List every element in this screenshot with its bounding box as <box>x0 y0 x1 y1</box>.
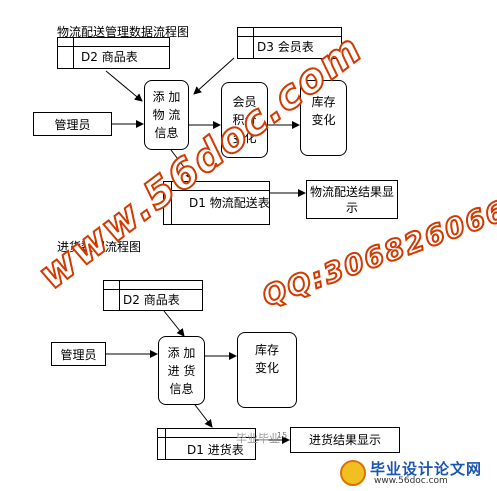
logo-icon <box>340 460 366 486</box>
store-divider <box>165 429 166 459</box>
datastore-d2-2-label: D2 商品表 <box>123 293 180 307</box>
page-number: 15 <box>277 431 288 440</box>
arrow-d3-to-add <box>193 57 235 95</box>
arrow-d2-to-add <box>105 70 143 102</box>
process-stock-change-2: 库存 变化 <box>237 332 297 408</box>
logo-url: www.56doc.com <box>374 476 448 486</box>
datastore-d3-label: D3 会员表 <box>257 40 314 54</box>
store-divider <box>73 38 74 68</box>
site-logo: 毕业设计论文网 www.56doc.com <box>340 458 495 488</box>
output-purchase-result: 进货结果显示 <box>290 427 400 453</box>
process-stock-change: 库存 变化 <box>300 80 347 156</box>
store-top-line <box>157 437 255 438</box>
arrow-add-to-d1-2 <box>191 400 213 428</box>
process-add-logistics: 添 加 物 流 信息 <box>144 80 189 150</box>
datastore-d2-label: D2 商品表 <box>81 50 138 64</box>
datastore-d2-2: D2 商品表 <box>103 280 203 311</box>
datastore-d1-purchase: D1 进货表 <box>157 428 256 460</box>
process-add-purchase: 添 加 进 货 信息 <box>158 336 205 405</box>
store-top-line <box>163 190 269 191</box>
entity-admin-2: 管理员 <box>51 342 106 366</box>
arrow-add-to-d1 <box>170 149 194 180</box>
datastore-d3: D3 会员表 <box>237 27 342 59</box>
diagram2-title: 进货数据流程图 <box>57 240 142 254</box>
store-left-border <box>103 281 104 310</box>
store-divider <box>171 182 172 224</box>
datastore-d2: D2 商品表 <box>57 37 170 69</box>
store-top-line <box>57 46 169 47</box>
store-divider <box>119 281 120 310</box>
store-top-line <box>103 289 202 290</box>
datastore-d1-label: D1 物流配送表 <box>189 196 270 210</box>
store-left-border <box>237 28 238 58</box>
arrow-d2-to-add-2 <box>163 310 185 337</box>
diagram1-title: 物流配送管理数据流程图 <box>57 25 190 39</box>
store-left-border <box>157 429 158 459</box>
logo-title: 毕业设计论文网 <box>370 460 483 478</box>
datastore-d1-logistics: D1 物流配送表 <box>163 181 270 225</box>
entity-admin: 管理员 <box>33 112 112 136</box>
store-top-line <box>237 36 341 37</box>
store-left-border <box>163 182 164 224</box>
datastore-d1-2-label: D1 进货表 <box>187 443 244 457</box>
output-logistics-result: 物流配送结果显 示 <box>306 180 398 219</box>
store-left-border <box>57 38 58 68</box>
process-member-points: 会员 积分 变化 <box>221 82 268 158</box>
store-divider <box>253 28 254 58</box>
